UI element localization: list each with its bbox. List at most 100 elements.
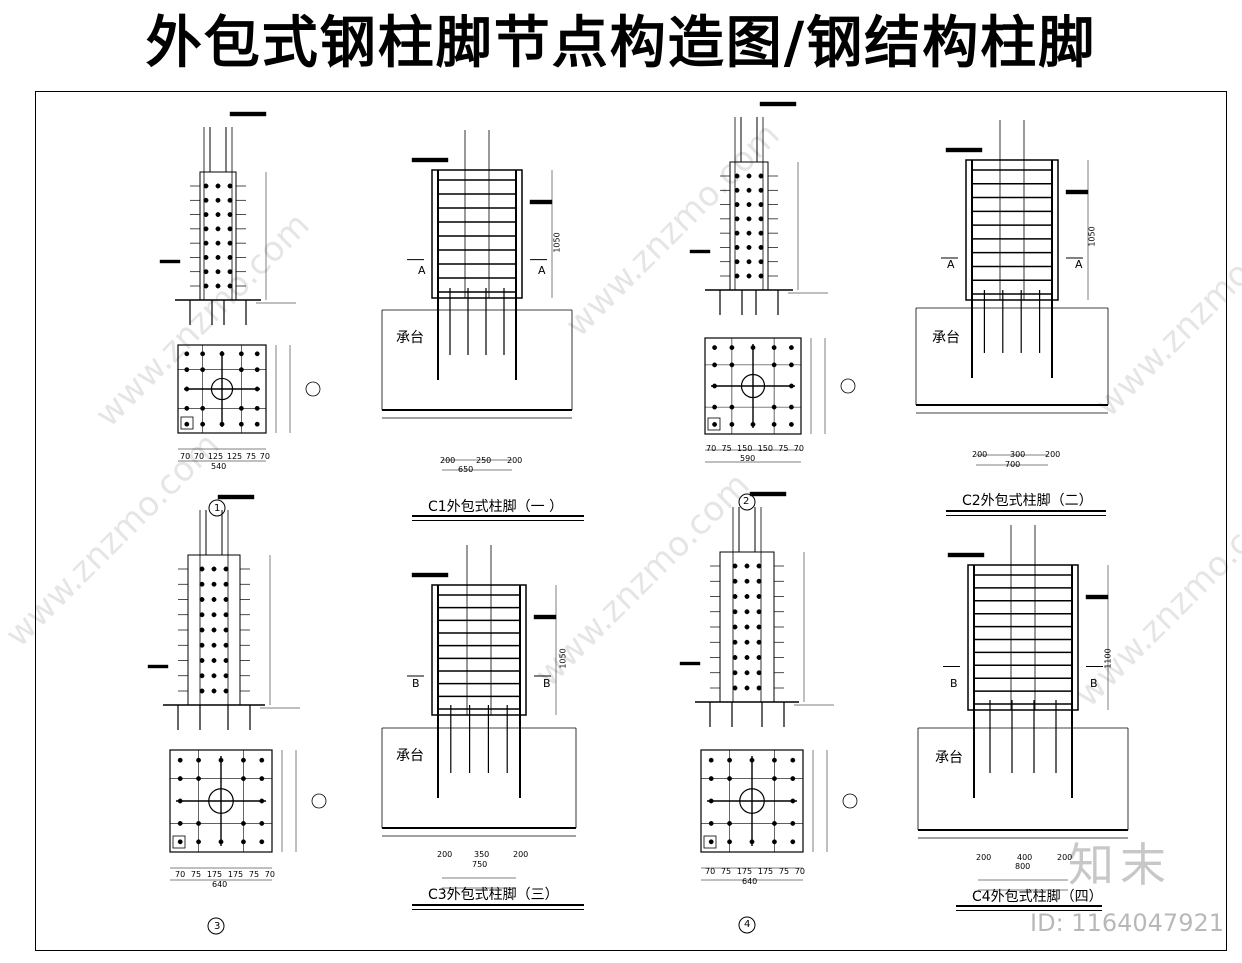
d3-elevation-leader-tag bbox=[217, 494, 255, 500]
d1-plan-plan-bolt bbox=[254, 405, 260, 411]
d1-elevation-bolt bbox=[203, 212, 209, 218]
dim-cell: 75 bbox=[778, 867, 790, 876]
caption-underline bbox=[412, 904, 584, 906]
d1-elevation-bolt bbox=[227, 212, 233, 218]
d2-elevation-bolt bbox=[734, 230, 740, 236]
d1-plan-plan-bolt bbox=[184, 421, 190, 427]
c1-section-leader-tag bbox=[411, 157, 449, 163]
dim-cell: 150 bbox=[757, 444, 773, 453]
d4-plan-plan-bolt bbox=[790, 798, 796, 804]
caption-underline bbox=[956, 905, 1102, 907]
dim-cell: 75 bbox=[245, 452, 257, 461]
d2-detail-bubble bbox=[738, 493, 756, 511]
caption-underline bbox=[946, 515, 1106, 516]
dim-cell: 175 bbox=[757, 867, 774, 876]
d2-elevation-bolt bbox=[746, 273, 752, 279]
d3-elevation-bolt bbox=[211, 627, 217, 633]
d3-elevation-bolt bbox=[223, 627, 229, 633]
d1-elevation-bolt bbox=[203, 254, 209, 260]
d2-elevation-leader-tag bbox=[759, 101, 797, 107]
d3-elevation-bolt bbox=[223, 658, 229, 663]
d1-plan-plan-bolt bbox=[254, 351, 260, 357]
d2-elevation-bolt bbox=[758, 259, 764, 265]
d3-elevation-bolt bbox=[211, 612, 217, 618]
d2-plan-plan-bolt bbox=[771, 404, 777, 410]
c3-section-leader-tag bbox=[411, 572, 449, 578]
d4-elevation-bolt bbox=[744, 655, 750, 660]
dim-cell: 70 bbox=[259, 452, 270, 461]
dim-bottom-c3-b: 350 bbox=[474, 850, 490, 859]
dim-bottom-c4-c: 200 bbox=[1057, 853, 1073, 862]
detail-number-3: 3 bbox=[214, 921, 221, 932]
d4-elevation-bolt bbox=[744, 594, 750, 599]
dim-row-d2: 70 75 150 150 75 70 bbox=[706, 444, 804, 453]
d4-plan-plan-bolt bbox=[749, 757, 755, 763]
dim-bottom-c3-c: 200 bbox=[513, 850, 529, 859]
detail-number-2: 2 bbox=[743, 496, 750, 507]
d2-elevation-bolt bbox=[734, 173, 740, 179]
d1-plan-plan-bolt bbox=[238, 405, 244, 411]
c2-section-leader-tag bbox=[945, 147, 983, 153]
d2-plan-axis-bubble bbox=[840, 378, 856, 394]
d3-plan-plan-bolt bbox=[241, 757, 246, 763]
d3-plan-column-circle bbox=[208, 788, 234, 814]
d3-elevation-bolt bbox=[223, 642, 229, 648]
d2-elevation-bolt bbox=[746, 202, 752, 208]
dim-cell: 150 bbox=[737, 444, 753, 453]
d3-elevation-bolt bbox=[199, 612, 205, 618]
d2-plan-plan-bolt bbox=[712, 362, 717, 368]
d1-elevation-bolt bbox=[227, 183, 233, 189]
d1-elevation-bolt bbox=[215, 254, 221, 260]
d2-plan-plan-bolt bbox=[712, 345, 717, 350]
c2-section-section-outline bbox=[965, 159, 1059, 301]
dim-total-c3: 750 bbox=[472, 860, 488, 869]
caption-underline bbox=[412, 909, 584, 910]
d2-elevation-bolt bbox=[734, 187, 740, 193]
d1-plan-plan-outline bbox=[177, 344, 267, 434]
c1-section-leader-tag bbox=[529, 199, 553, 205]
d2-plan-plan-bolt bbox=[771, 362, 777, 368]
d2-plan-plan-bolt bbox=[789, 404, 794, 410]
d3-plan-plan-bolt bbox=[259, 839, 265, 845]
d1-plan-plan-bolt bbox=[254, 386, 260, 392]
dim-bottom-c3-a: 200 bbox=[437, 850, 453, 859]
d1-elevation-bolt bbox=[215, 226, 221, 232]
d2-plan-plan-bolt bbox=[729, 362, 735, 368]
d3-elevation-bolt bbox=[223, 581, 229, 587]
d2-plan-plan-bolt bbox=[789, 362, 794, 368]
d2-elevation-bolt bbox=[746, 259, 752, 265]
d3-plan-plan-bolt bbox=[259, 821, 265, 826]
d1-plan-plan-bolt bbox=[254, 367, 260, 373]
d4-elevation-leader-tag bbox=[679, 661, 701, 666]
d3-plan-plan-bolt bbox=[177, 839, 183, 845]
c4-section-leader-tag bbox=[947, 552, 985, 558]
d2-elevation-bolt bbox=[758, 202, 764, 208]
dim-cell: 125 bbox=[226, 452, 243, 461]
d2-plan-plan-bolt bbox=[789, 383, 794, 389]
d2-elevation-bolt bbox=[758, 244, 764, 250]
dim-height-c4: 1100 bbox=[1103, 648, 1113, 669]
d2-elevation-leader-tag bbox=[689, 249, 711, 254]
d3-plan-plan-bolt bbox=[177, 821, 183, 826]
d4-plan-plan-bolt bbox=[772, 757, 777, 763]
d4-plan-plan-bolt bbox=[727, 757, 732, 763]
dim-cell: 70 bbox=[706, 444, 717, 453]
c4-section-section-outline bbox=[967, 564, 1079, 711]
d2-elevation-bolt bbox=[758, 187, 764, 193]
section-label-b-left-3: B bbox=[412, 677, 420, 690]
caption-c2: C2外包式柱脚（二） bbox=[962, 493, 1093, 509]
d2-elevation-bolt bbox=[734, 216, 740, 222]
section-label-b-right-4: B bbox=[1090, 677, 1098, 690]
dim-bottom-c1-a: 200 bbox=[440, 456, 456, 465]
d4-elevation-bolt bbox=[756, 639, 762, 645]
d2-plan-plan-bolt bbox=[729, 404, 735, 410]
d2-plan-plan-bolt bbox=[789, 345, 794, 350]
d3-elevation-bolt bbox=[199, 597, 205, 602]
d2-plan-plan-bolt bbox=[771, 345, 777, 350]
image-id: ID: 1164047921 bbox=[1030, 909, 1224, 937]
d3-elevation-bolt bbox=[211, 658, 217, 663]
d3-plan-plan-bolt bbox=[196, 757, 201, 763]
d3-elevation-leader-tag bbox=[147, 664, 169, 669]
d4-plan-plan-bolt bbox=[708, 839, 714, 845]
d3-plan-plan-bolt bbox=[259, 776, 265, 781]
